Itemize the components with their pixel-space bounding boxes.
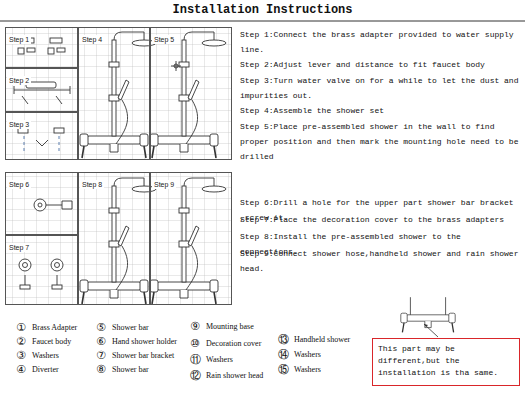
step-label: Step 4 — [80, 35, 104, 44]
callout-number: ⑧ — [96, 364, 106, 376]
step-instruction: Step 5:Place pre-assembled shower in the… — [240, 119, 523, 164]
part-name: Washers — [294, 364, 321, 376]
callout-number: ⑥ — [96, 336, 106, 348]
step-panel: Step 8 — [78, 172, 150, 305]
part-name: Decoration cover — [206, 338, 261, 350]
step-label: Step 5 — [152, 35, 176, 44]
note-box: This part may be different,but the insta… — [372, 338, 520, 386]
step-panel: Step 1 — [5, 27, 78, 68]
callout-number: ⑫ — [190, 370, 201, 382]
note-text: This part may be different,but the insta… — [378, 343, 514, 379]
step-label: Step 2 — [7, 76, 31, 85]
step-panel: Step 2 — [5, 68, 78, 112]
callout-number: ① — [16, 322, 26, 334]
step-panel: Step 7 — [5, 235, 78, 305]
part-name: Handheld shower — [294, 334, 350, 346]
callout-number: ③ — [16, 350, 26, 362]
step-label: Step 9 — [152, 180, 176, 189]
step-panel: Step 4 — [78, 27, 150, 160]
part-name: Rain shower head — [206, 370, 263, 382]
page-title: Installation Instructions — [0, 2, 525, 18]
step-panel: Step 9 — [150, 172, 232, 305]
callout-number: ⑭ — [278, 349, 289, 361]
callout-number: ⑨ — [190, 321, 200, 333]
part-name: Washers — [294, 349, 321, 361]
step-instruction: Step 9:Connect shower hose,handheld show… — [240, 246, 523, 276]
step-instruction: Step 4:Assemble the shower set — [240, 103, 523, 118]
step-label: Step 3 — [7, 120, 31, 129]
callout-number: ⑬ — [278, 334, 289, 346]
callout-number: ⑤ — [96, 322, 106, 334]
callout-number: ② — [16, 336, 26, 348]
callout-number: ⑦ — [96, 350, 106, 362]
part-name: Hand shower holder — [112, 336, 177, 348]
step-panel: Step 5 — [150, 27, 232, 160]
part-name: Shower bar — [112, 322, 149, 334]
callout-number: ⑪ — [190, 354, 201, 366]
part-name: Shower bar bracket — [112, 350, 174, 362]
part-name: Brass Adapter — [32, 322, 77, 334]
part-name: Faucet body — [32, 336, 71, 348]
part-name: Washers — [32, 350, 59, 362]
callout-number: ⑩ — [190, 338, 200, 350]
step-label: Step 8 — [80, 180, 104, 189]
part-name: Shower bar — [112, 364, 149, 376]
step-label: Step 7 — [7, 243, 31, 252]
step-instruction: Step 3:Turn water valve on for a while t… — [240, 73, 523, 103]
step-panel: Step 3 — [5, 112, 78, 160]
callout-number: ④ — [16, 364, 26, 376]
part-name: Washers — [206, 354, 233, 366]
part-name: Mounting base — [206, 321, 254, 333]
step-instruction: Step 2:Adjust lever and distance to fit … — [240, 57, 523, 72]
step-panel: Step 6 — [5, 172, 78, 235]
step-instruction: Step 1:Connect the brass adapter provide… — [240, 27, 523, 57]
callout-number: ⑮ — [278, 364, 289, 376]
step-label: Step 1 — [7, 35, 31, 44]
part-name: Diverter — [32, 364, 59, 376]
step-label: Step 6 — [7, 180, 31, 189]
step-instruction: Step 7:Place the decoration cover to the… — [240, 212, 523, 227]
